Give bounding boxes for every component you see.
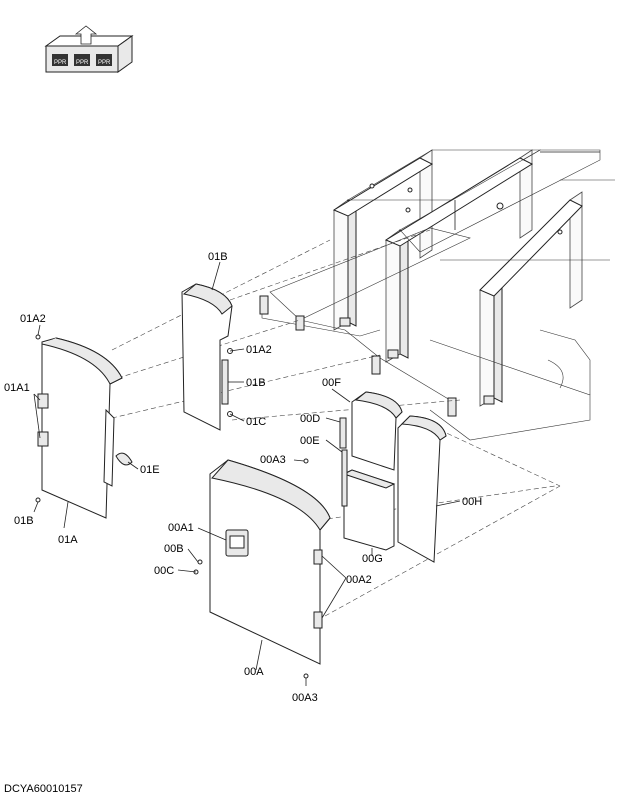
upper-frame-structure — [259, 149, 615, 441]
hardware-bolts — [35, 334, 309, 679]
callout-labels: 01B 01A2 01A2 01B 01A1 00F 01C 00D 00E 0… — [4, 251, 482, 704]
callout-00A2: 00A2 — [346, 574, 372, 586]
callout-00A3-bottom: 00A3 — [292, 692, 318, 704]
part-01A-side-panel — [37, 337, 123, 519]
callout-01A2-bottom: 01B — [14, 515, 34, 527]
callout-00B: 00B — [164, 543, 184, 555]
callout-00A: 00A — [244, 666, 264, 678]
svg-text:PPR: PPR — [54, 60, 67, 66]
part-00F-panel — [351, 391, 403, 471]
part-00G-pad — [342, 469, 396, 551]
callout-01B-top: 01A2 — [246, 344, 272, 356]
svg-text:PPR: PPR — [76, 60, 89, 66]
callout-00G: 00G — [362, 553, 383, 565]
callout-00E: 00E — [300, 435, 320, 447]
part-00H-panel — [397, 415, 447, 563]
callout-00F: 00F — [322, 377, 341, 389]
callout-00A1: 00A1 — [168, 522, 194, 534]
callout-01A1: 01A1 — [4, 382, 30, 394]
callout-01A2-top: 01A2 — [20, 313, 46, 325]
part-00A-door — [209, 459, 331, 665]
callout-01E: 01E — [140, 464, 160, 476]
callout-01D: 01B — [208, 251, 228, 263]
part-00D-00E-strips — [339, 417, 348, 507]
svg-text:PPR: PPR — [98, 60, 111, 66]
part-01E-seal — [115, 452, 133, 466]
callout-00A3-top: 00A3 — [260, 454, 286, 466]
part-01D-rear-cover — [181, 283, 233, 431]
callout-00H: 00H — [462, 496, 482, 508]
machine-location-icon: PPR PPR PPR — [44, 25, 134, 73]
callout-00D: 00D — [300, 413, 320, 425]
figure-code: DCYA60010157 — [4, 783, 83, 795]
callout-00C: 00C — [154, 565, 174, 577]
leader-lines — [33, 261, 461, 686]
callout-01C: 01B — [246, 377, 266, 389]
callout-01B-bottom: 01C — [246, 416, 266, 428]
callout-01A: 01A — [58, 534, 78, 546]
